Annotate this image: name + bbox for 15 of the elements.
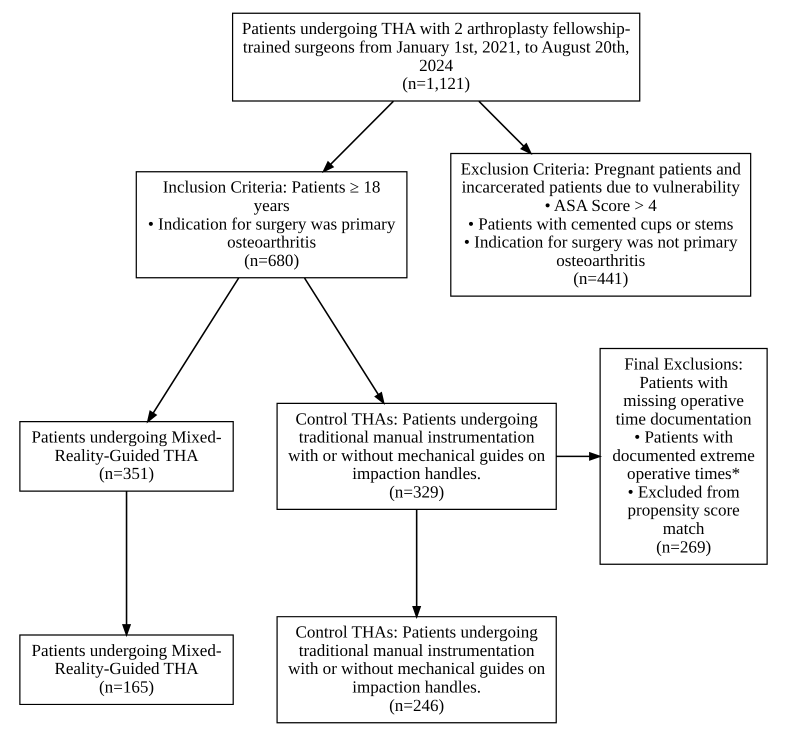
arrow	[478, 100, 532, 155]
arrow	[556, 452, 602, 461]
node-box: Control THAs: Patients undergoing traditional manual instrumentation with or without mechanical guides on impaction handles. (n=329)	[276, 402, 557, 510]
node-box: Patients undergoing Mixed-Reality-Guided THA (n=165)	[19, 634, 234, 706]
arrow	[122, 491, 132, 638]
arrow	[146, 278, 240, 424]
node-box: Final Exclusions: Patients with missing operative time documentation • Patients with documented extreme operative times* • Excluded from propensity score match (n=269)	[600, 348, 768, 565]
arrow	[412, 510, 422, 619]
node-box: Patients undergoing THA with 2 arthroplasty fellowship-trained surgeons from January 1st, 2021, to August 20th, 2024 (n=1,121)	[232, 12, 640, 102]
node-box: Control THAs: Patients undergoing traditional manual instrumentation with or without mechanical guides on impaction handles. (n=246)	[276, 616, 557, 724]
node-box: Patients undergoing Mixed-Reality-Guided THA (n=351)	[19, 421, 234, 492]
arrow	[322, 100, 394, 174]
arrow	[304, 278, 385, 405]
node-box: Exclusion Criteria: Pregnant patients and incarcerated patients due to vulnerability • ASA Score > 4 • Patients with cemented cups or stems • Indication for surgery was not primary osteoarthritis (n=441)	[450, 152, 752, 297]
node-box: Inclusion Criteria: Patients ≥ 18 years • Indication for surgery was primary osteoarthritis (n=680)	[136, 171, 408, 278]
